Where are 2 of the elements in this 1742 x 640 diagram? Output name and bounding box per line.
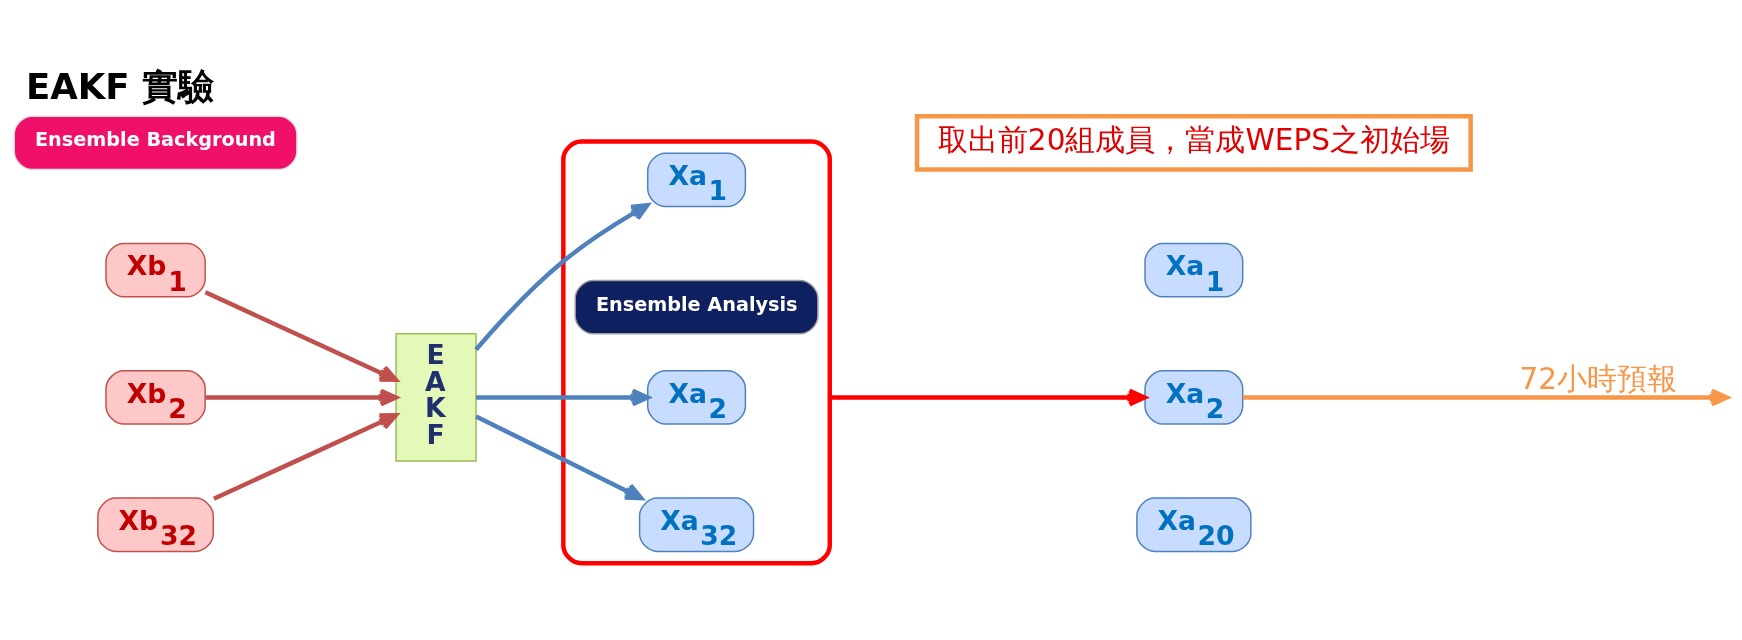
edge-label: 72小時預報 [1519, 361, 1678, 396]
diagram-title: EAKF 實驗 [26, 65, 214, 107]
